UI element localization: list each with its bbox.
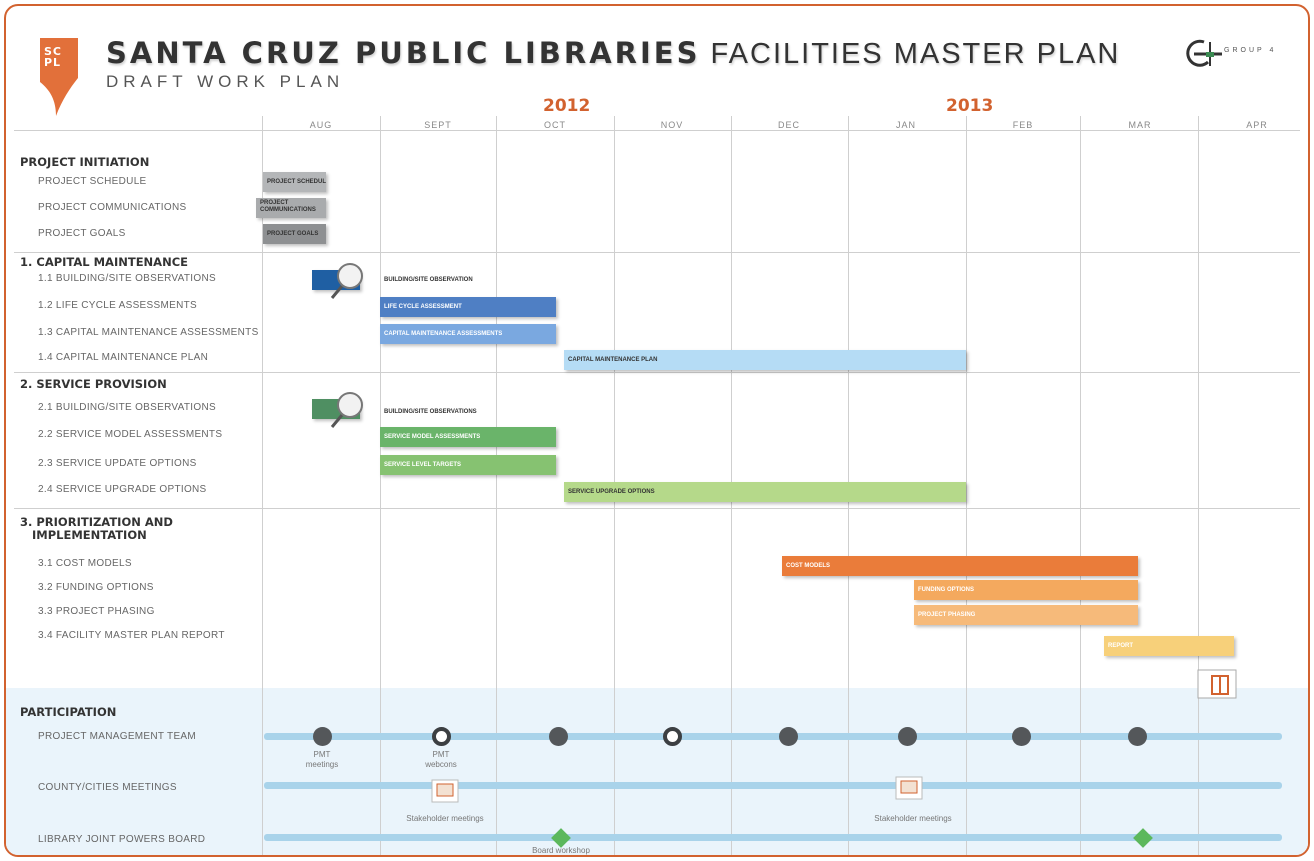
bar-report: REPORT	[1104, 636, 1234, 656]
pmt-meeting-dot	[898, 727, 917, 746]
header-divider	[14, 130, 1300, 131]
task-project-management-team: PROJECT MANAGEMENT TEAM	[38, 731, 197, 742]
grid-line	[1198, 116, 1199, 855]
pmt-meeting-dot	[1012, 727, 1031, 746]
bar-capital-maintenance-plan: CAPITAL MAINTENANCE PLAN	[564, 350, 966, 370]
note-stakeholder-meetings: Stakeholder meetings	[874, 814, 952, 823]
bar-project-communications: PROJECT COMMUNICATIONS	[256, 198, 326, 218]
task-cost-models: 3.1 COST MODELS	[38, 558, 132, 569]
month-aug: AUG	[309, 120, 333, 130]
section-divider	[14, 372, 1300, 373]
month-oct: OCT	[544, 120, 566, 130]
logo-text: SC PL	[44, 45, 62, 69]
section-divider	[14, 508, 1300, 509]
pmt-meeting-dot	[549, 727, 568, 746]
section-divider	[14, 252, 1300, 253]
page-title: SANTA CRUZ PUBLIC LIBRARIES FACILITIES M…	[106, 36, 1120, 71]
task-funding-options: 3.2 FUNDING OPTIONS	[38, 582, 154, 593]
group4-text: GROUP 4	[1224, 47, 1277, 54]
pmt-meeting-dot	[313, 727, 332, 746]
grid-line	[380, 116, 381, 855]
bar-cost-models: COST MODELS	[782, 556, 1138, 576]
title-bold: SANTA CRUZ PUBLIC LIBRARIES	[106, 36, 701, 70]
month-dec: DEC	[777, 120, 800, 130]
task-project-schedule: PROJECT SCHEDULE	[38, 176, 147, 187]
bar-funding-options: FUNDING OPTIONS	[914, 580, 1138, 600]
meeting-table-icon	[430, 776, 460, 804]
section-service-provision: 2. SERVICE PROVISION	[20, 377, 167, 391]
section-participation: PARTICIPATION	[20, 705, 117, 719]
pmt-webcon-dot	[432, 727, 451, 746]
section-prioritization-line2: IMPLEMENTATION	[32, 528, 147, 542]
grid-line	[966, 116, 967, 855]
task-service-building-site-observations: 2.1 BUILDING/SITE OBSERVATIONS	[38, 402, 216, 413]
magnifier-icon	[330, 260, 368, 305]
group4-logo: GROUP 4	[1182, 36, 1308, 70]
pmt-meeting-dot	[779, 727, 798, 746]
page-subtitle: DRAFT WORK PLAN	[106, 72, 345, 91]
task-county-cities-meetings: COUNTY/CITIES MEETINGS	[38, 782, 177, 793]
section-capital-maintenance: 1. CAPITAL MAINTENANCE	[20, 255, 188, 269]
month-feb: FEB	[1012, 120, 1034, 130]
bar-project-goals: PROJECT GOALS	[263, 224, 326, 244]
pmt-webcon-dot	[663, 727, 682, 746]
note-pmt-meetings: PMT meetings	[305, 750, 339, 769]
task-life-cycle-assessments: 1.2 LIFE CYCLE ASSESSMENTS	[38, 300, 197, 311]
task-capital-maintenance-assessments: 1.3 CAPITAL MAINTENANCE ASSESSMENTS	[38, 327, 259, 338]
note-stakeholder-meetings: Stakeholder meetings	[406, 814, 484, 823]
month-mar: MAR	[1128, 120, 1152, 130]
grid-line	[1080, 116, 1081, 855]
grid-line	[262, 116, 263, 855]
year-2012: 2012	[543, 96, 591, 116]
bar-service-upgrade-options: SERVICE UPGRADE OPTIONS	[564, 482, 966, 502]
task-service-update-options: 2.3 SERVICE UPDATE OPTIONS	[38, 458, 197, 469]
bar-service-model-assessments: SERVICE MODEL ASSESSMENTS	[380, 427, 556, 447]
bar-life-cycle-assessment: LIFE CYCLE ASSESSMENT	[380, 297, 556, 317]
work-plan-frame: SC PL SANTA CRUZ PUBLIC LIBRARIES FACILI…	[4, 4, 1310, 857]
section-prioritization-line1: 3. PRIORITIZATION AND	[20, 515, 173, 529]
task-capital-maintenance-plan: 1.4 CAPITAL MAINTENANCE PLAN	[38, 352, 209, 363]
month-apr: APR	[1246, 120, 1268, 130]
meeting-table-icon	[894, 773, 924, 801]
group4-mark-icon	[1186, 39, 1222, 67]
task-project-phasing: 3.3 PROJECT PHASING	[38, 606, 155, 617]
month-nov: NOV	[660, 120, 684, 130]
note-board-workshop: Board workshop	[532, 846, 590, 855]
track-county-cities-meetings	[264, 782, 1282, 789]
bar-project-schedule: PROJECT SCHEDULE	[263, 172, 326, 192]
track-project-management-team	[264, 733, 1282, 740]
task-project-communications: PROJECT COMMUNICATIONS	[38, 202, 187, 213]
task-library-joint-powers-board: LIBRARY JOINT POWERS BOARD	[38, 834, 206, 845]
track-library-joint-powers-board	[264, 834, 1282, 841]
pmt-meeting-dot	[1128, 727, 1147, 746]
task-building-site-observations: 1.1 BUILDING/SITE OBSERVATIONS	[38, 273, 216, 284]
bar-service-level-targets: SERVICE LEVEL TARGETS	[380, 455, 556, 475]
report-book-icon	[1192, 666, 1240, 705]
task-facility-master-plan-report: 3.4 FACILITY MASTER PLAN REPORT	[38, 630, 225, 641]
bar-capital-maintenance-assessments: CAPITAL MAINTENANCE ASSESSMENTS	[380, 324, 556, 344]
bar-service-building-site-observations: BUILDING/SITE OBSERVATIONS	[384, 409, 477, 415]
scpl-logo: SC PL	[40, 38, 82, 116]
section-project-initiation: PROJECT INITIATION	[20, 155, 150, 169]
bar-building-site-observation: BUILDING/SITE OBSERVATION	[384, 277, 473, 283]
participation-background	[6, 688, 1308, 855]
month-sept: SEPT	[424, 120, 452, 130]
task-service-model-assessments: 2.2 SERVICE MODEL ASSESSMENTS	[38, 429, 223, 440]
magnifier-icon	[330, 389, 368, 434]
title-light: FACILITIES MASTER PLAN	[710, 38, 1121, 70]
task-service-upgrade-options: 2.4 SERVICE UPGRADE OPTIONS	[38, 484, 207, 495]
task-project-goals: PROJECT GOALS	[38, 228, 126, 239]
bar-project-phasing: PROJECT PHASING	[914, 605, 1138, 625]
note-pmt-webcons: PMT webcons	[425, 750, 457, 769]
year-2013: 2013	[946, 96, 994, 116]
grid-line	[496, 116, 497, 855]
month-jan: JAN	[895, 120, 916, 130]
